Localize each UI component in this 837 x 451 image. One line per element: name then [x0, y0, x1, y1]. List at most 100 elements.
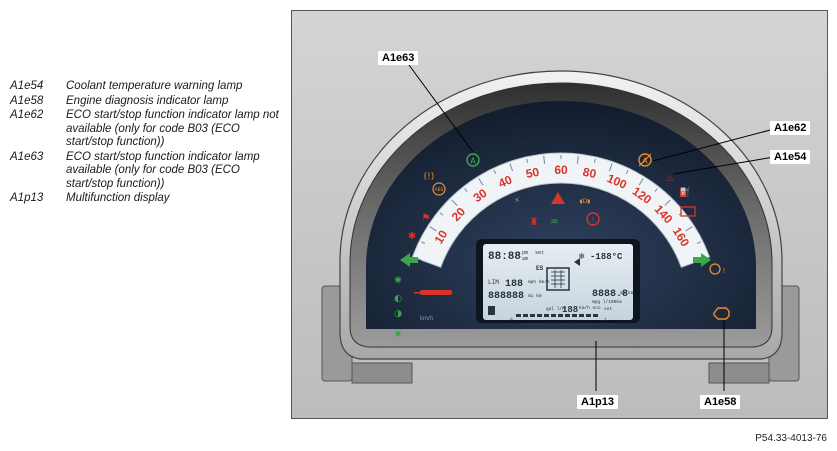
multifunction-display: [483, 244, 633, 320]
speed-unit-label: km/h: [420, 316, 433, 322]
fuel-bar-segment: [558, 314, 563, 317]
speedometer-scale: [411, 152, 711, 268]
lcd-gear-box-icon: [546, 267, 570, 291]
callout-a1p13: A1p13: [577, 395, 619, 409]
legend-description: ECO start/stop function indicator lamp a…: [66, 150, 260, 190]
right-clip: [708, 362, 770, 384]
lcd-eco-unit: km/h eco: [579, 305, 601, 311]
speed-tick: [576, 155, 579, 164]
legend-description: Multifunction display: [66, 192, 170, 204]
lcd-set-2: set: [604, 306, 612, 312]
lcd-odometer: 888888: [488, 291, 524, 302]
speed-tick: [464, 188, 468, 192]
speed-label: 80: [582, 165, 598, 181]
side-light-icon: ✹: [394, 330, 402, 340]
lcd-clock-pm: pm: [522, 250, 528, 256]
fuel-bar-segment: [551, 314, 556, 317]
speedometer-ticks: [414, 155, 708, 261]
eco-start-stop-letter: A: [470, 157, 476, 166]
speed-tick: [608, 163, 613, 172]
legend-row: A1e63 ECO start/stop function indicator l…: [10, 151, 285, 192]
fuel-bar-segment: [565, 314, 570, 317]
lcd-lim: LIM: [488, 279, 499, 286]
lcd-bar-right: 1: [604, 317, 607, 323]
speed-tick: [509, 163, 514, 172]
lcd-eco-speed: 188: [562, 305, 578, 315]
speed-tick: [685, 226, 693, 232]
rear-fog-icon: ◖D◗: [580, 198, 591, 205]
door-open-icon: ♜: [530, 217, 539, 228]
brake-system-icon: [586, 212, 600, 226]
fuel-bar-segment: [544, 314, 549, 317]
engine-diagnosis-icon: [713, 307, 730, 320]
speed-tick: [493, 169, 497, 174]
brake-warning-icon: (!): [424, 172, 435, 182]
left-turn-arrow-icon: [400, 253, 418, 267]
lcd-consumption-unit: mpg l/100km: [592, 299, 622, 305]
speed-tick: [451, 199, 458, 206]
leader-lines: [408, 64, 775, 391]
lcd-clock-am: am: [522, 256, 528, 262]
speedometer-needle: [414, 290, 452, 295]
fuel-bar-segment: [523, 314, 528, 317]
airbag-icon: ✱: [408, 231, 416, 242]
lcd-frost-icon: ❄: [579, 252, 585, 262]
callout-a1e63: A1e63: [378, 51, 419, 65]
fuel-bar-segment: [579, 314, 584, 317]
speed-tick: [593, 158, 596, 163]
legend-code: A1p13: [10, 192, 44, 204]
speed-tick: [638, 178, 644, 186]
fuel-bar-segment: [537, 314, 542, 317]
speed-tick: [421, 241, 426, 244]
brake-system-mark: !: [592, 216, 595, 224]
eco-start-stop-off-letter: A: [642, 157, 648, 166]
lcd-clock-set: set: [535, 250, 544, 256]
legend-code: A1e63: [10, 150, 44, 163]
lcd-speed-unit: mph km/h: [528, 279, 550, 285]
fuel-bar-segment: [586, 314, 591, 317]
speed-tick: [543, 155, 546, 164]
eco-off-slash: [638, 153, 652, 167]
callout-a1e54: A1e54: [770, 150, 811, 164]
left-clip: [351, 362, 413, 384]
right-turn-arrow-icon: [693, 253, 711, 267]
lcd-es: ES: [536, 265, 544, 272]
legend-description: ECO start/stop function indicator lamp n…: [66, 109, 279, 148]
fog-light-icon: ✺: [394, 276, 402, 286]
eco-start-stop-icon: [466, 153, 480, 167]
parking-light-icon: ◑: [394, 309, 402, 319]
coolant-temperature-icon: ♨: [666, 173, 675, 184]
legend-code: A1e62: [10, 109, 44, 121]
speed-tick: [429, 226, 437, 232]
speed-tick: [664, 199, 671, 206]
legend-row: A1p13 Multifunction display: [10, 192, 285, 206]
lcd-gear-grid: [551, 270, 565, 288]
oil-pressure-icon: ⛽: [679, 186, 690, 198]
fuel-bar-segment: [516, 314, 521, 317]
lcd-odo-unit: mi km: [528, 293, 542, 299]
speed-label: 50: [525, 165, 541, 181]
legend-description: Coolant temperature warning lamp: [66, 80, 243, 92]
seatbelt-icon: ⚑: [422, 213, 431, 224]
legend-description: Engine diagnosis indicator lamp: [66, 94, 229, 107]
lcd-range: 8888.8: [592, 289, 628, 300]
esp-icon: ♒: [550, 217, 559, 228]
lcd-clock: 88:88: [488, 251, 521, 263]
low-beam-icon: ◐: [394, 294, 402, 304]
legend-code: A1e58: [10, 94, 44, 107]
callout-a1e58: A1e58: [700, 395, 741, 409]
abs-icon-label: ABS: [435, 187, 444, 193]
lcd-bar-left: 0: [510, 317, 513, 323]
fuel-bar-segment: [530, 314, 535, 317]
battery-icon: [680, 206, 696, 217]
lcd-fuel-icon: [488, 306, 495, 315]
speed-tick: [654, 188, 658, 192]
figure-reference-code: P54.33-4013-76: [755, 433, 827, 444]
speed-label: 60: [554, 163, 568, 177]
lcd-temperature: -188°C: [590, 252, 623, 262]
speed-label: 40: [496, 172, 514, 190]
